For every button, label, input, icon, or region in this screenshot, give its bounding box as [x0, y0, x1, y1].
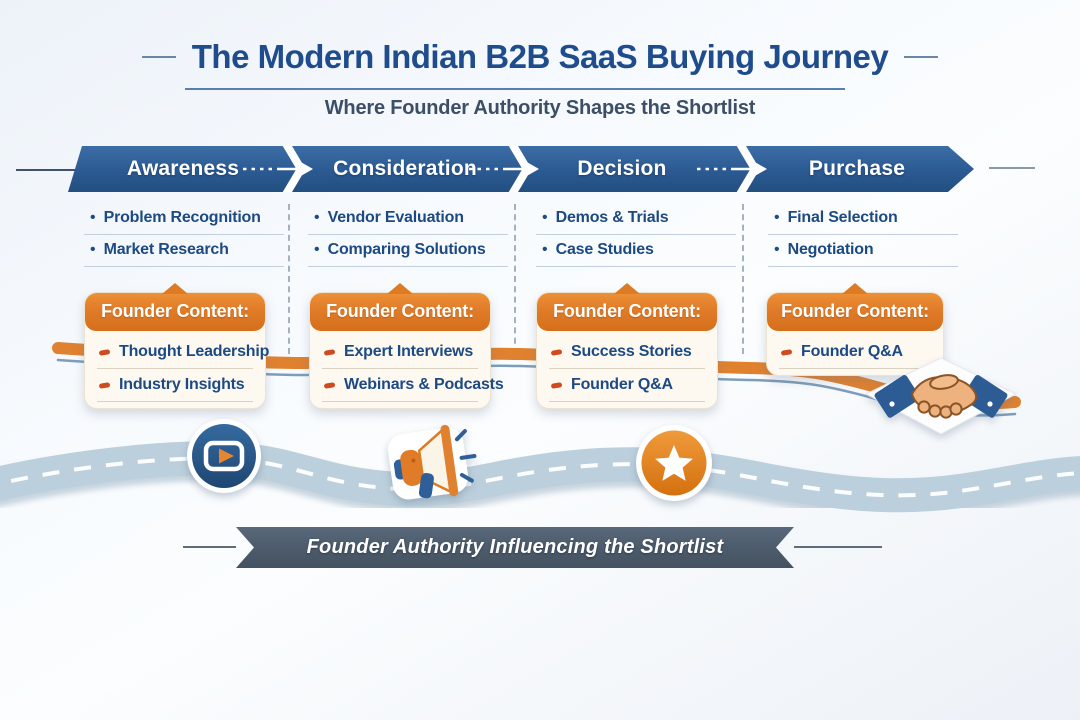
list-item: • Negotiation [768, 237, 958, 267]
stage-label-decision: Decision [577, 157, 667, 180]
bullet-dot-icon: • [90, 241, 96, 258]
list-item: • Demos & Trials [536, 205, 736, 235]
ribbon-right-line [794, 546, 882, 548]
list-item: Founder Q&A [549, 373, 705, 402]
list-item: Thought Leadership [97, 340, 269, 369]
list-item: Industry Insights [97, 373, 253, 402]
list-item: • Comparing Solutions [308, 237, 508, 267]
founder-content-card-decision: Founder Content: Success Stories Founder… [536, 283, 718, 409]
dash-bullet-icon [780, 348, 793, 356]
list-item: • Case Studies [536, 237, 736, 267]
founder-content-label: Thought Leadership [119, 343, 270, 360]
founder-content-heading: Founder Content: [767, 293, 943, 331]
column-divider [288, 204, 290, 354]
dash-bullet-icon [98, 381, 111, 389]
journey-stage-banner: Awareness Consideration Decision Purchas… [68, 146, 974, 192]
banner-left-line [16, 169, 82, 171]
page-title: The Modern Indian B2B SaaS Buying Journe… [191, 38, 889, 75]
stage-label-awareness: Awareness [126, 157, 240, 180]
stage-column-decision: • Demos & Trials • Case Studies [536, 205, 736, 267]
list-item: • Final Selection [768, 205, 958, 235]
dash-bullet-icon [550, 348, 563, 356]
title-left-dash [141, 56, 176, 58]
banner-right-line [989, 167, 1035, 169]
founder-content-label: Success Stories [571, 343, 692, 360]
star-badge-icon [634, 423, 714, 508]
list-item: • Vendor Evaluation [308, 205, 508, 235]
stage-bullet-label: Case Studies [555, 241, 654, 258]
footer-ribbon: Founder Authority Influencing the Shortl… [236, 527, 794, 568]
dotted-arrow-icon [241, 146, 333, 192]
stage-bullet-label: Market Research [103, 241, 229, 258]
founder-content-card-consideration: Founder Content: Expert Interviews Webin… [309, 283, 504, 409]
dotted-arrow-icon [695, 146, 787, 192]
dash-bullet-icon [323, 381, 336, 389]
video-play-icon [185, 417, 263, 500]
list-item: • Market Research [84, 237, 284, 267]
dotted-arrow-icon [467, 146, 559, 192]
footer-ribbon-label: Founder Authority Influencing the Shortl… [306, 536, 724, 558]
handshake-icon [856, 344, 1026, 445]
bullet-dot-icon: • [314, 241, 320, 258]
founder-content-heading: Founder Content: [85, 293, 265, 331]
bullet-dot-icon: • [542, 209, 548, 226]
founder-content-label: Expert Interviews [344, 343, 474, 360]
stage-bullet-label: Comparing Solutions [327, 241, 486, 258]
dash-bullet-icon [323, 348, 336, 356]
stage-label-consideration: Consideration [333, 157, 477, 180]
founder-content-body: Success Stories Founder Q&A [537, 331, 717, 408]
founder-content-card-awareness: Founder Content: Thought Leadership Indu… [84, 283, 269, 409]
bullet-dot-icon: • [774, 241, 780, 258]
founder-content-body: Expert Interviews Webinars & Podcasts [310, 331, 504, 408]
bullet-dot-icon: • [542, 241, 548, 258]
stage-column-consideration: • Vendor Evaluation • Comparing Solutions [308, 205, 508, 267]
stage-column-purchase: • Final Selection • Negotiation [768, 205, 958, 267]
title-underline [185, 88, 845, 90]
stage-column-awareness: • Problem Recognition • Market Research [84, 205, 284, 267]
list-item: • Problem Recognition [84, 205, 284, 235]
page-subtitle: Where Founder Authority Shapes the Short… [324, 97, 756, 119]
header: The Modern Indian B2B SaaS Buying Journe… [0, 38, 1080, 76]
dash-bullet-icon [550, 381, 563, 389]
stage-bullet-label: Problem Recognition [103, 209, 261, 226]
stage-bullet-label: Final Selection [787, 209, 898, 226]
stage-label-purchase: Purchase [808, 157, 906, 180]
title-right-dash [904, 56, 939, 58]
bullet-dot-icon: • [90, 209, 96, 226]
stage-bullet-label: Vendor Evaluation [327, 209, 464, 226]
column-divider [514, 204, 516, 354]
founder-content-label: Webinars & Podcasts [344, 376, 504, 393]
founder-content-heading: Founder Content: [310, 293, 490, 331]
list-item: Webinars & Podcasts [322, 373, 504, 402]
founder-content-body: Thought Leadership Industry Insights [85, 331, 269, 408]
megaphone-icon [382, 420, 482, 511]
founder-content-label: Industry Insights [119, 376, 245, 393]
bullet-dot-icon: • [314, 209, 320, 226]
bullet-dot-icon: • [774, 209, 780, 226]
stage-bullet-label: Negotiation [787, 241, 874, 258]
stage-bullet-label: Demos & Trials [555, 209, 669, 226]
founder-content-label: Founder Q&A [571, 376, 673, 393]
column-divider [742, 204, 744, 354]
list-item: Expert Interviews [322, 340, 478, 369]
list-item: Success Stories [549, 340, 705, 369]
ribbon-left-line [183, 546, 236, 548]
founder-content-heading: Founder Content: [537, 293, 717, 331]
dash-bullet-icon [98, 348, 111, 356]
